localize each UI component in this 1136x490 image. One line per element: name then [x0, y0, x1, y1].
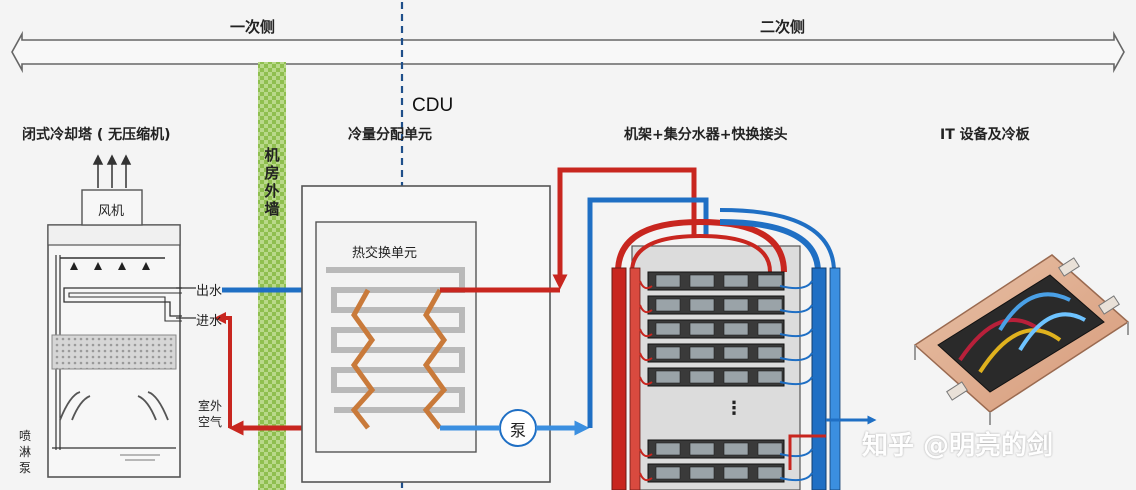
spray-pump-label: 喷淋泵 — [18, 429, 31, 475]
server-unit — [639, 463, 813, 483]
fan-box — [81, 189, 143, 226]
secondary-hot-pipe — [552, 167, 697, 290]
server-unit — [639, 319, 813, 339]
cdu-unit — [301, 185, 551, 483]
hx-plates — [326, 267, 465, 413]
server-unit — [639, 439, 813, 459]
fan-label: 风机 — [98, 204, 125, 219]
secondary-side-label: 二次侧 — [760, 18, 806, 36]
it-equipment-title: IT 设备及冷板 — [940, 127, 1030, 143]
outlet-label: 出水 — [196, 284, 223, 299]
fill-media — [51, 334, 177, 370]
cooling-tower — [47, 154, 196, 478]
server-unit — [639, 343, 813, 363]
inlet-label: 进水 — [196, 314, 223, 329]
cdu-abbr-label: CDU — [412, 95, 454, 116]
exhaust-arrows — [92, 154, 132, 188]
secondary-loop — [440, 167, 709, 436]
side-range-arrow — [11, 30, 1125, 74]
secondary-supply-pipe — [587, 197, 709, 428]
pump-label: 泵 — [510, 421, 527, 440]
primary-side-label: 一次侧 — [230, 18, 276, 36]
cdu-title: 冷量分配单元 — [348, 127, 432, 143]
watermark: 知乎 @明亮的剑 — [862, 431, 1054, 461]
spray-nozzles — [70, 262, 150, 270]
heat-exchanger-box — [315, 221, 477, 453]
server-unit — [639, 271, 813, 291]
rack-title: 机架+集分水器+快换接头 — [624, 127, 788, 143]
hot-manifold — [611, 267, 627, 490]
heat-exchanger-label: 热交换单元 — [352, 246, 418, 261]
cold-manifold — [811, 267, 827, 490]
server-rack — [611, 208, 841, 490]
wall-label: 机房外墙 — [264, 146, 280, 218]
outdoor-air-label: 室外空气 — [197, 399, 222, 429]
server-unit — [639, 367, 813, 387]
it-cold-plate-assembly — [913, 254, 1130, 425]
rack-ellipsis: ⋮ — [725, 398, 743, 419]
air-inlet-arrows — [59, 391, 169, 421]
rack-servers — [639, 271, 813, 483]
rack-to-it-pipes — [788, 415, 877, 470]
primary-coil — [350, 288, 376, 430]
room-outer-wall — [258, 62, 286, 490]
secondary-coil — [422, 288, 448, 430]
cooling-tower-title: 闭式冷却塔 ( 无压缩机) — [22, 127, 171, 143]
server-unit — [639, 295, 813, 315]
